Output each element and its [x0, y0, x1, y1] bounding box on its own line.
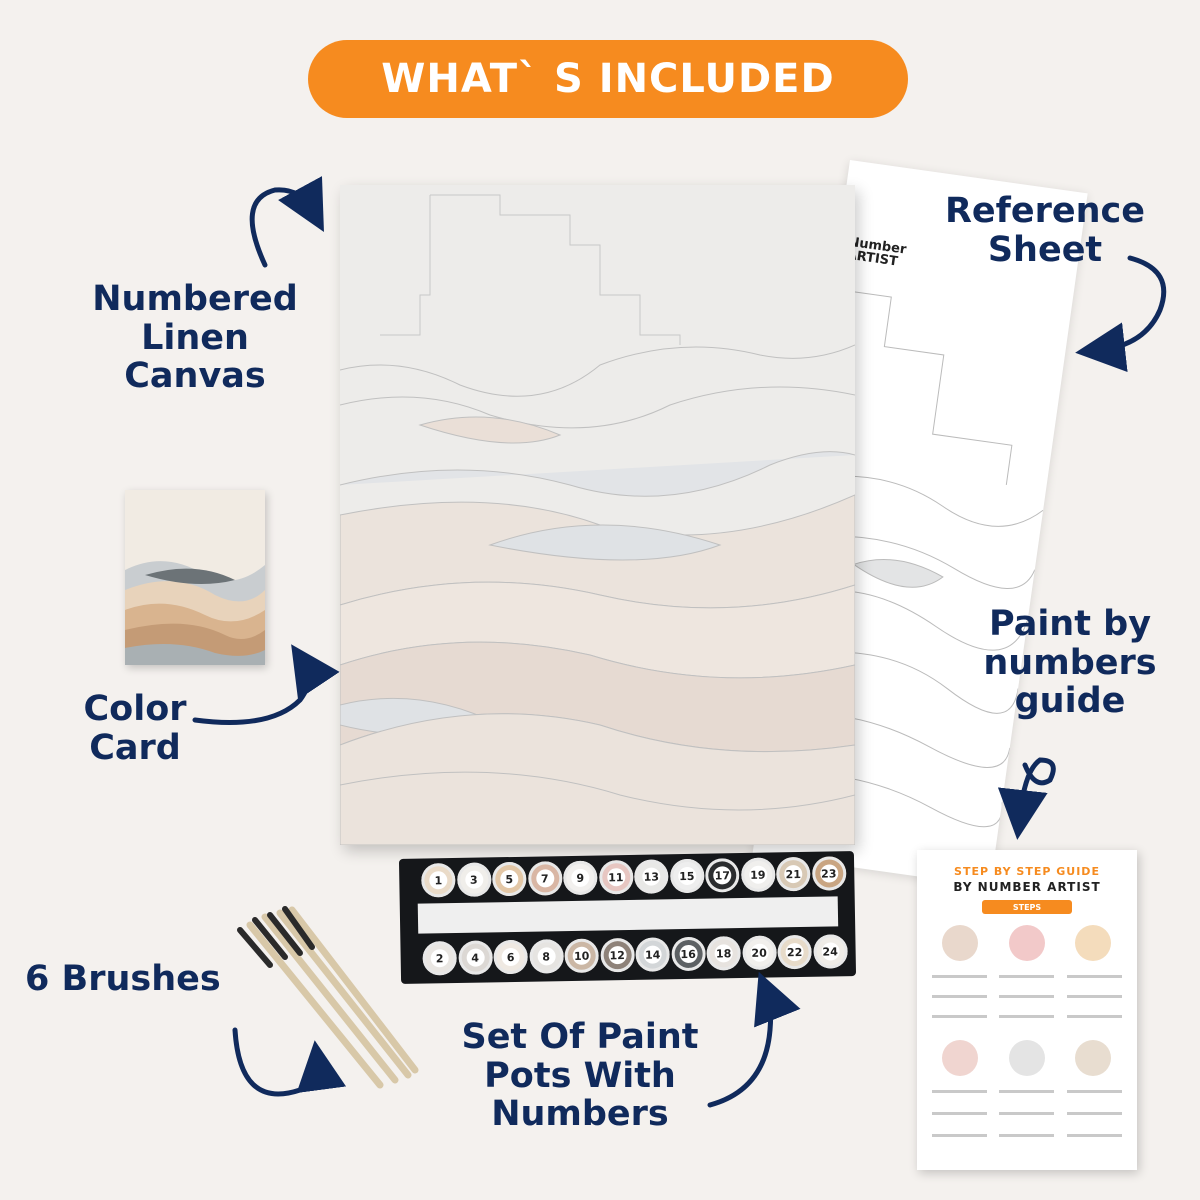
guide-step-2-image: [1009, 925, 1045, 961]
guide-text-line: [932, 1134, 987, 1137]
guide-text-line: [932, 1015, 987, 1018]
numbered-linen-canvas: [340, 185, 855, 845]
curved-arrow-icon: [192, 644, 340, 725]
label-6-brushes: 6 Brushes: [25, 960, 245, 999]
curved-arrow-icon: [707, 971, 801, 1108]
guide-text-line: [1067, 1090, 1122, 1093]
guide-text-line: [1067, 975, 1122, 978]
guide-text-line: [999, 975, 1054, 978]
label-line: Canvas: [124, 356, 266, 396]
guide-text-line: [999, 995, 1054, 998]
label-line: Pots With: [484, 1055, 676, 1096]
label-numbered-linen-canvas: Numbered Linen Canvas: [80, 280, 310, 396]
label-line: Paint by: [988, 604, 1152, 644]
guide-steps-label: STEPS: [982, 900, 1072, 914]
label-line: Set Of Paint: [461, 1017, 699, 1057]
guide-text-line: [1067, 1015, 1122, 1018]
guide-subtitle: BY NUMBER ARTIST: [953, 880, 1101, 894]
guide-step-3-image: [1075, 925, 1111, 961]
brush-tip: [237, 927, 273, 968]
canvas-outline-drawing: [340, 185, 855, 845]
label-paint-by-numbers-guide: Paint by numbers guide: [960, 605, 1180, 721]
brush-tip: [252, 917, 288, 960]
label-line: Linen: [141, 317, 249, 358]
guide-title: STEP BY STEP GUIDE: [954, 865, 1100, 878]
brush-handle: [288, 906, 419, 1074]
curved-arrow-icon: [997, 757, 1056, 840]
brush-handle: [246, 921, 384, 1089]
label-line: guide: [1014, 681, 1126, 721]
label-reference-sheet: Reference Sheet: [925, 192, 1165, 269]
guide-text-line: [1067, 995, 1122, 998]
guide-text-line: [932, 1112, 987, 1115]
label-paint-pots: Set Of Paint Pots With Numbers: [450, 1018, 710, 1134]
curved-arrow-icon: [1075, 255, 1167, 373]
guide-text-line: [932, 975, 987, 978]
label-line: Reference: [944, 191, 1146, 231]
label-line: Numbered: [92, 279, 298, 319]
guide-step-1-image: [942, 925, 978, 961]
color-card-artwork: [125, 490, 265, 665]
brush-handle: [261, 913, 399, 1084]
step-by-step-guide-card: STEP BY STEP GUIDE BY NUMBER ARTIST STEP…: [917, 850, 1137, 1170]
guide-text-line: [999, 1134, 1054, 1137]
brush-handle: [276, 909, 412, 1079]
label-line: Card: [89, 727, 181, 768]
guide-text-line: [1067, 1134, 1122, 1137]
guide-text-line: [999, 1015, 1054, 1018]
curved-arrow-icon: [232, 1027, 347, 1097]
brushes-set: [237, 906, 419, 1089]
label-line: 6 Brushes: [25, 959, 221, 999]
guide-text-line: [932, 995, 987, 998]
guide-text-line: [1067, 1112, 1122, 1115]
label-line: Color: [83, 689, 187, 729]
label-line: Sheet: [987, 229, 1103, 270]
brush-tip: [282, 906, 315, 950]
guide-text-line: [999, 1090, 1054, 1093]
guide-step-4-image: [942, 1040, 978, 1076]
banner-title: WHAT` S INCLUDED: [381, 56, 835, 102]
guide-step-6-image: [1075, 1040, 1111, 1076]
color-card: [125, 490, 265, 665]
label-line: numbers: [983, 642, 1157, 683]
label-line: Numbers: [491, 1094, 669, 1134]
curved-arrow-icon: [249, 176, 324, 268]
guide-step-5-image: [1009, 1040, 1045, 1076]
whats-included-banner: WHAT` S INCLUDED: [308, 40, 908, 118]
label-color-card: Color Card: [60, 690, 210, 767]
guide-text-line: [999, 1112, 1054, 1115]
guide-text-line: [932, 1090, 987, 1093]
brush-tip: [267, 912, 303, 956]
